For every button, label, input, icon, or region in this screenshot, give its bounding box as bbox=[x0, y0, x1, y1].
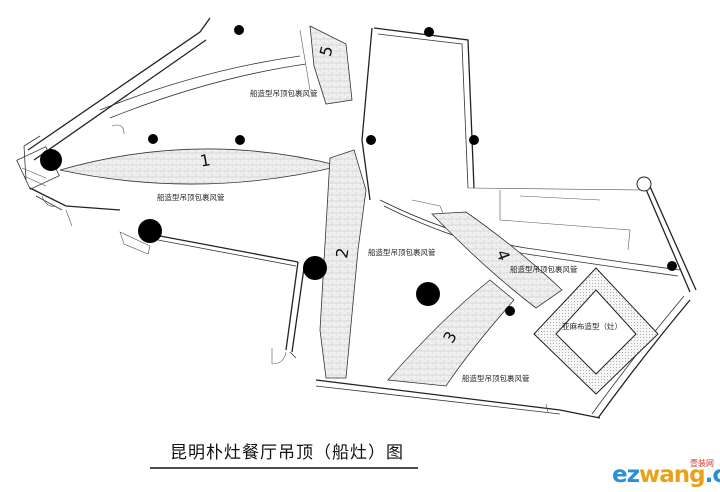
boat-panel-2 bbox=[319, 149, 367, 379]
zone-label-3: 船造型吊顶包裹风管 bbox=[462, 373, 530, 383]
zone-number-2: 2 bbox=[332, 246, 352, 259]
column bbox=[235, 135, 245, 145]
linen-stove-feature bbox=[533, 267, 659, 395]
watermark: ezwang.cn 壹装网 bbox=[612, 459, 720, 488]
zone-label-2: 船造型吊顶包裹风管 bbox=[368, 247, 436, 257]
feature-label: 亚麻布造型（灶） bbox=[562, 321, 622, 331]
column-outline bbox=[636, 176, 652, 192]
column bbox=[424, 27, 434, 37]
boat-panel-4 bbox=[431, 211, 563, 309]
zone-label-4: 船造型吊顶包裹风管 bbox=[510, 264, 578, 274]
column bbox=[138, 219, 162, 243]
boat-panel-3 bbox=[387, 279, 515, 387]
watermark-subtitle: 壹装网 bbox=[690, 459, 714, 468]
column bbox=[366, 135, 376, 145]
columns bbox=[40, 25, 677, 316]
column bbox=[148, 134, 158, 144]
zone-label-5: 船造型吊顶包裹风管 bbox=[250, 88, 318, 98]
column bbox=[303, 256, 327, 280]
column bbox=[667, 261, 677, 271]
column bbox=[469, 135, 479, 145]
zone-number-1: 1 bbox=[199, 150, 212, 170]
drawing-title: 昆明朴灶餐厅吊顶（船灶）图 bbox=[170, 443, 404, 463]
column bbox=[505, 306, 515, 316]
outer-walls bbox=[16, 17, 697, 419]
column bbox=[234, 25, 244, 35]
watermark-logo: ezwang.cn bbox=[612, 462, 720, 488]
column bbox=[40, 149, 62, 171]
column bbox=[416, 282, 440, 306]
zone-number-5: 5 bbox=[316, 44, 337, 59]
boat-panel-5 bbox=[309, 25, 353, 105]
zone-label-1: 船造型吊顶包裹风管 bbox=[157, 192, 225, 202]
